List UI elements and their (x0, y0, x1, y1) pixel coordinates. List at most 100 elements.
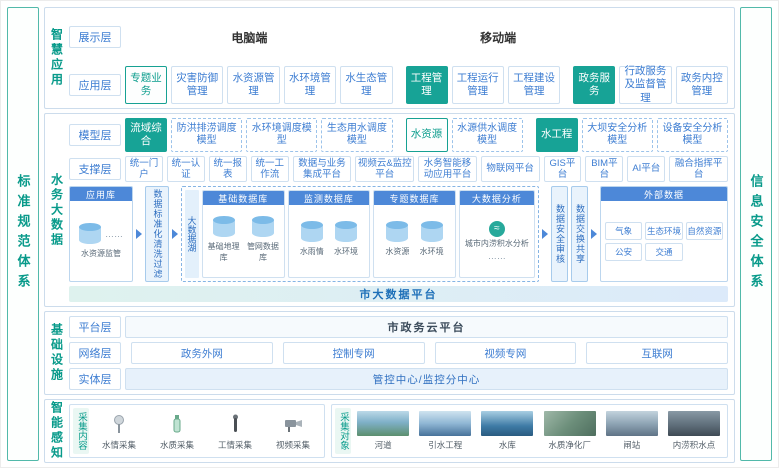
left-pillar-standards: 标准规范体系 (7, 7, 39, 461)
display-layer-row: 展示层 电脑端 移动端 (69, 12, 728, 62)
external-data-item: 自然资源 (685, 221, 723, 240)
external-data-item: 生态环境 (645, 221, 683, 240)
terminal-mobile-label: 移动端 (480, 30, 517, 45)
monitor-database-group: 监测数据库 水雨情 水环境 (287, 190, 371, 278)
section-label-water-big-data: 水务大数据 (49, 172, 64, 248)
collection-object-item: 水质净化厂 (540, 408, 600, 454)
network-item: 视频专网 (434, 342, 577, 364)
application-library-body: …… 水资源监管 (70, 201, 132, 281)
terminal-pc-label: 电脑端 (231, 30, 268, 45)
purification-plant-photo (543, 411, 596, 436)
model-group-basin: 流域综合 (125, 118, 167, 152)
layer-chip-network: 网络层 (69, 342, 121, 364)
section-label-smart-application: 智慧应用 (49, 28, 64, 88)
section-smart-perception: 智能感知 采集内容 水情采集 (44, 399, 735, 463)
network-item: 互联网 (586, 342, 728, 364)
big-data-analysis-group: 大数据分析 ≈ 城市内涝积水分析 …… (458, 190, 535, 278)
application-library-db-label: 水资源监管 (81, 249, 121, 258)
ellipsis: …… (105, 228, 123, 239)
support-item: GIS平台 (543, 156, 582, 182)
entity-layer-row: 实体层 管控中心/监控分中心 (69, 368, 728, 390)
database-cylinder-icon (386, 221, 409, 242)
layer-chip-platform: 平台层 (69, 316, 121, 338)
right-pillar-label: 信息安全体系 (748, 174, 764, 294)
collection-object-item: 河道 (353, 408, 413, 454)
collection-object-item: 内涝积水点 (664, 408, 724, 454)
support-layer-row: 支撑层 统一门户 统一认证 统一报表 统一工作流 数据与业务集成平台 视频云&监… (69, 156, 728, 182)
layer-chip-entity: 实体层 (69, 368, 121, 390)
data-standardization-filter-box: 数据标准化清洗过滤 (145, 186, 169, 282)
external-data-item: 交通 (645, 242, 683, 261)
support-item: 统一工作流 (250, 156, 289, 182)
collection-content-item: 水质采集 (149, 408, 205, 454)
collection-object-item: 闸站 (602, 408, 662, 454)
support-item: AI平台 (627, 156, 666, 182)
external-data-item: 公安 (605, 242, 643, 261)
data-exchange-share-box: 数据交换共享 (571, 186, 588, 282)
external-data-item: 气象 (605, 221, 643, 240)
app-item: 水环境管理 (283, 66, 337, 104)
support-item: 统一认证 (166, 156, 205, 182)
platform-layer-row: 平台层 市政务云平台 (69, 316, 728, 338)
layer-chip-model: 模型层 (69, 124, 121, 146)
data-security-audit-box: 数据安全审核 (551, 186, 568, 282)
city-big-data-platform-bar: 市大数据平台 (69, 286, 728, 302)
app-item: 工程建设管理 (507, 66, 561, 104)
app-item: 工程运行管理 (451, 66, 504, 104)
network-layer-row: 网络层 政务外网 控制专网 视频专网 互联网 (69, 342, 728, 364)
big-data-lake-box: 大数据湖 基础数据库 基础地理库 管网数 (181, 186, 539, 282)
database-cylinder-icon (300, 221, 323, 242)
flow-arrow-icon (172, 229, 178, 239)
collection-objects-box: 采集对象 河道 引水工程 水库 (331, 404, 728, 458)
database-cylinder-icon (79, 223, 101, 244)
application-library-box: 应用库 …… 水资源监管 (69, 186, 133, 282)
collection-content-item: 视频采集 (265, 408, 321, 454)
database-cylinder-icon (420, 221, 443, 242)
control-center-bar: 管控中心/监控分中心 (125, 368, 728, 390)
support-item: 水务智能移动应用平台 (418, 156, 477, 182)
database-cylinder-icon (212, 215, 235, 237)
layer-chip-display: 展示层 (69, 26, 121, 48)
monitor-database-title: 监测数据库 (288, 191, 370, 205)
model-item: 大坝安全分析模型 (581, 118, 653, 152)
cctv-camera-icon (282, 412, 304, 436)
analysis-wave-icon: ≈ (488, 220, 505, 237)
water-level-sensor-icon (108, 412, 130, 436)
flow-arrow-icon (136, 229, 142, 239)
section-label-infrastructure: 基础设施 (49, 323, 64, 383)
external-data-title: 外部数据 (601, 187, 727, 201)
base-database-group: 基础数据库 基础地理库 管网数据库 (202, 190, 285, 278)
model-item: 生态用水调度模型 (321, 118, 393, 152)
database-unit: 水雨情 (300, 221, 324, 257)
app-item: 政务内控管理 (675, 66, 728, 104)
layer-chip-application: 应用层 (69, 74, 121, 96)
database-unit: 水资源 (385, 221, 409, 257)
right-pillar-security: 信息安全体系 (740, 7, 772, 461)
application-library-title: 应用库 (70, 187, 132, 201)
app-group-government-service: 政务服务 (573, 66, 616, 104)
support-item: 统一报表 (208, 156, 247, 182)
model-item: 水源供水调度模型 (451, 118, 523, 152)
database-cylinder-icon (251, 215, 274, 237)
support-item: 数据与业务集成平台 (292, 156, 352, 182)
database-unit: 基础地理库 (204, 215, 243, 263)
display-terminals: 电脑端 移动端 (125, 29, 728, 46)
app-item: 灾害防御管理 (171, 66, 224, 104)
collection-object-item: 引水工程 (415, 408, 475, 454)
model-group-water-resource: 水资源 (405, 118, 448, 152)
water-diversion-photo (419, 411, 472, 436)
support-item: 视频云&监控平台 (355, 156, 415, 182)
support-item: 统一门户 (125, 156, 163, 182)
gov-cloud-platform: 市政务云平台 (125, 316, 728, 338)
subject-database-title: 专题数据库 (374, 191, 455, 205)
subject-database-group: 专题数据库 水资源 水环境 (373, 190, 456, 278)
model-group-water-project: 水工程 (535, 118, 578, 152)
external-data-box: 外部数据 气象 生态环境 自然资源 公安 交通 (600, 186, 728, 282)
database-unit: 管网数据库 (243, 215, 282, 263)
infrastructure-body: 平台层 市政务云平台 网络层 政务外网 控制专网 视频专网 互联网 实体层 管控… (69, 312, 734, 394)
collection-objects-label: 采集对象 (335, 408, 351, 454)
water-quality-sensor-icon (166, 412, 188, 436)
database-unit: 水环境 (420, 221, 444, 257)
collection-object-item: 水库 (477, 408, 537, 454)
